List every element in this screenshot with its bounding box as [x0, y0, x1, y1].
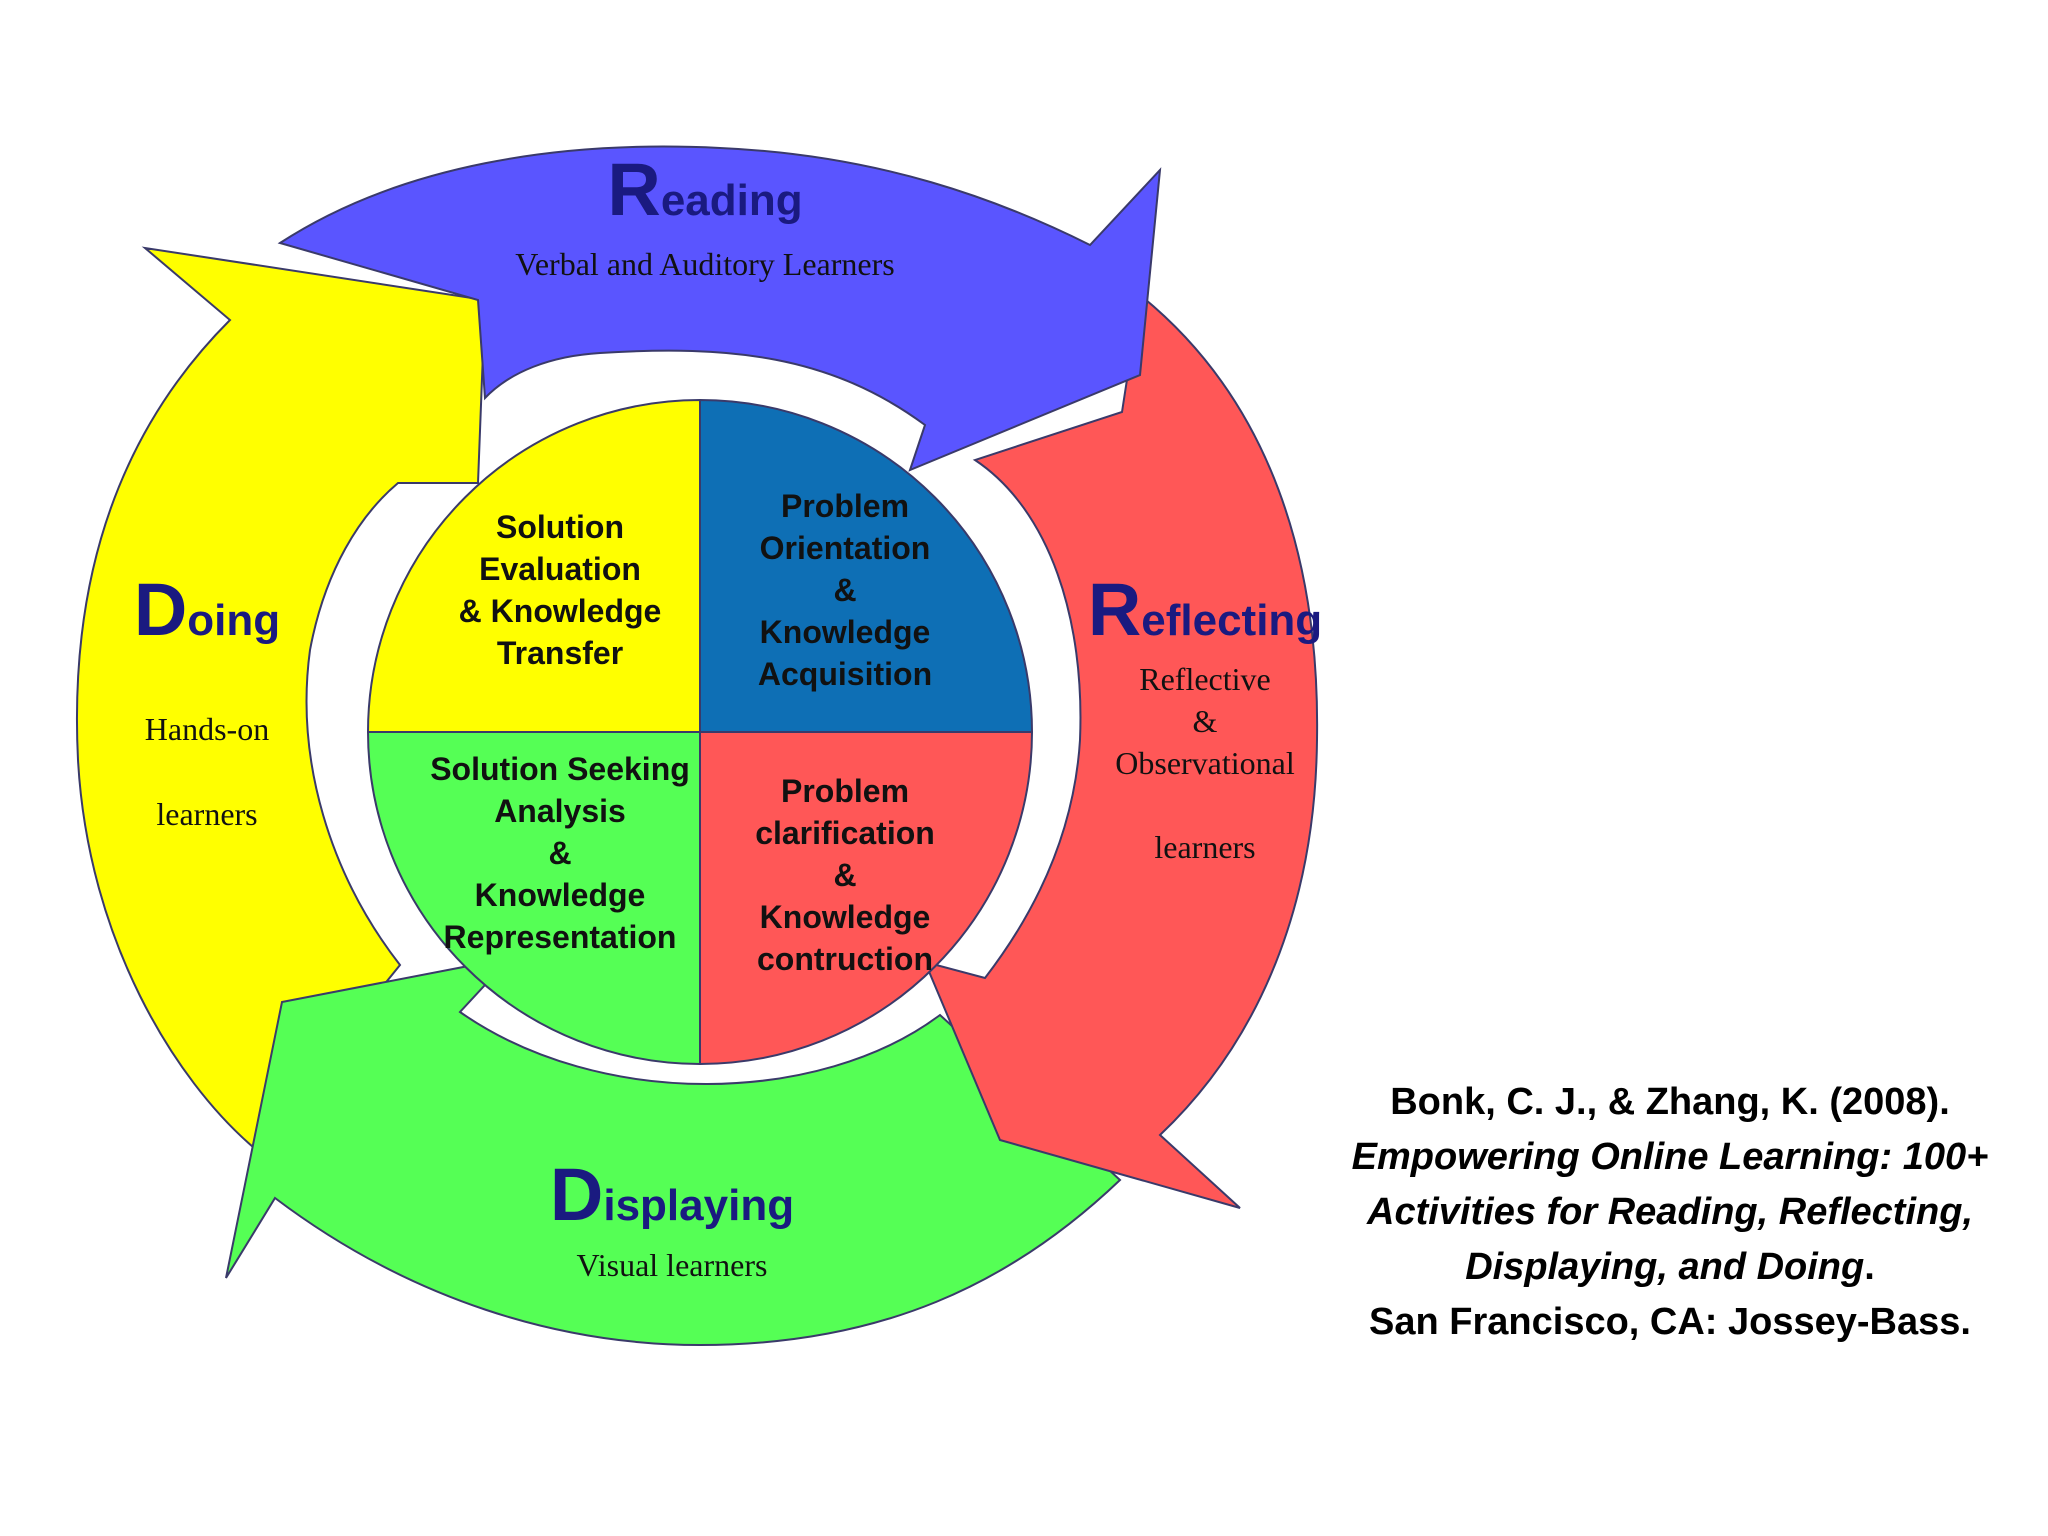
reflecting-subtitle-line: Observational [1115, 745, 1295, 781]
doing-title: Doing [134, 568, 280, 651]
reading-subtitle: Verbal and Auditory Learners [515, 246, 894, 282]
citation: Bonk, C. J., & Zhang, K. (2008). Empower… [1290, 1075, 2048, 1350]
doing-subtitle-line: learners [156, 796, 257, 832]
quadrant-bottom-left-text: Solution Seeking Analysis & Knowledge Re… [430, 751, 690, 955]
reading-title: Reading [607, 148, 802, 231]
quadrant-line: Knowledge [760, 899, 931, 935]
quadrant-top-right-text: Problem Orientation & Knowledge Acquisit… [758, 488, 932, 692]
quadrant-line: Analysis [494, 793, 626, 829]
displaying-subtitle: Visual learners [577, 1247, 768, 1283]
quadrant-line: Problem [781, 488, 909, 524]
quadrant-line: Orientation [760, 530, 931, 566]
reflecting-title: Reflecting [1088, 568, 1322, 651]
quadrant-line: Problem [781, 773, 909, 809]
quadrant-top-right [699, 398, 1034, 733]
reflecting-arrow [923, 293, 1319, 1209]
quadrant-top-left [366, 398, 701, 733]
reflecting-subtitle: Reflective & Observational learners [1115, 661, 1295, 865]
quadrant-top-left-text: Solution Evaluation & Knowledge Transfer [459, 509, 662, 671]
quadrant-line: contruction [757, 941, 933, 977]
citation-line: Displaying, and Doing. [1290, 1240, 2048, 1295]
citation-period: . [1864, 1246, 1875, 1288]
quadrant-bottom-right [699, 731, 1034, 1066]
reflecting-subtitle-line: & [1193, 703, 1218, 739]
quadrant-line: Acquisition [758, 656, 932, 692]
displaying-title: Displaying [550, 1153, 794, 1236]
quadrant-line: Representation [444, 919, 677, 955]
quadrant-line: Solution Seeking [430, 751, 690, 787]
quadrant-line: & Knowledge [459, 593, 662, 629]
quadrant-line: Knowledge [475, 877, 646, 913]
doing-subtitle-line: Hands-on [145, 711, 269, 747]
citation-line: Activities for Reading, Reflecting, [1367, 1191, 1973, 1233]
citation-italic-part: Displaying, and Doing [1465, 1246, 1865, 1288]
reflecting-subtitle-line: learners [1154, 829, 1255, 865]
quadrant-line: & [833, 572, 856, 608]
doing-subtitle: Hands-on learners [145, 711, 269, 832]
reflecting-subtitle-line: Reflective [1139, 661, 1270, 697]
citation-line: Bonk, C. J., & Zhang, K. (2008). [1390, 1081, 1950, 1123]
quadrant-bottom-right-text: Problem clarification & Knowledge contru… [755, 773, 935, 977]
quadrant-line: Knowledge [760, 614, 931, 650]
citation-line: San Francisco, CA: Jossey-Bass. [1369, 1301, 1971, 1343]
citation-line: Empowering Online Learning: 100+ [1351, 1136, 1989, 1178]
quadrant-line: Transfer [497, 635, 623, 671]
quadrant-line: Solution [496, 509, 624, 545]
quadrant-line: & [548, 835, 571, 871]
quadrant-line: clarification [755, 815, 935, 851]
quadrant-line: Evaluation [479, 551, 641, 587]
quadrant-bottom-left [366, 731, 701, 1066]
quadrant-line: & [833, 857, 856, 893]
reading-arrow [277, 145, 1162, 472]
doing-arrow [76, 246, 487, 1149]
displaying-arrow [225, 956, 1122, 1347]
